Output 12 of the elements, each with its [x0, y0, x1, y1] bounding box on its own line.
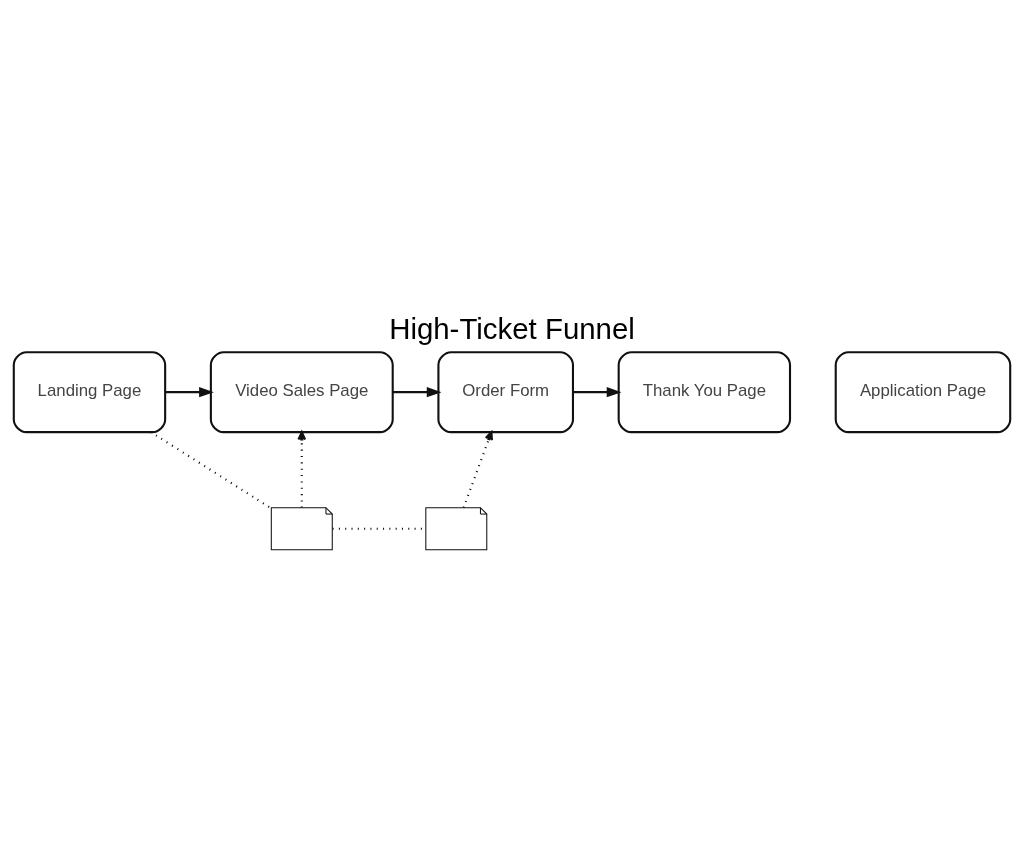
- node-box: Order Form: [437, 350, 574, 433]
- node-box: Landing Page: [12, 350, 167, 433]
- arrow: [393, 386, 442, 397]
- node-box: Application Page: [834, 350, 1012, 433]
- arrow: [297, 430, 307, 508]
- node-box: Thank You Page: [617, 350, 792, 433]
- connector: [150, 430, 272, 509]
- arrow: [165, 386, 214, 397]
- arrow: [573, 386, 622, 397]
- arrow: [462, 430, 494, 508]
- node-box: Video Sales Page: [209, 350, 394, 433]
- diagram-title: High-Ticket Funnel: [389, 311, 635, 345]
